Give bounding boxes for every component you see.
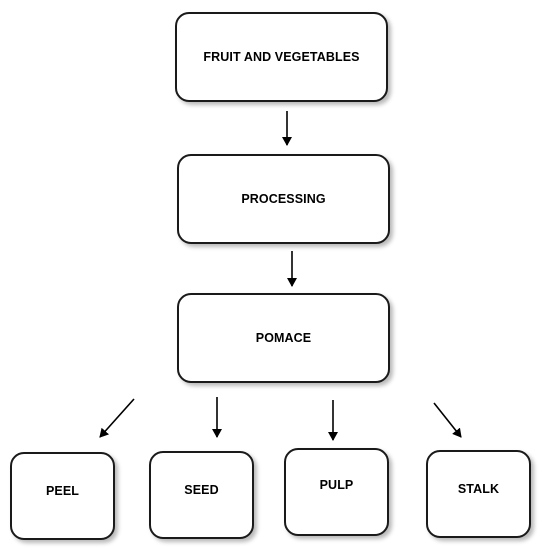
node-label-fruit-and-vegetables: FRUIT AND VEGETABLES bbox=[203, 50, 360, 64]
node-pulp: PULP bbox=[284, 448, 389, 536]
node-label-seed: SEED bbox=[184, 483, 219, 497]
arrow-pomace-to-stalk bbox=[433, 402, 462, 438]
node-fruit-and-vegetables: FRUIT AND VEGETABLES bbox=[175, 12, 388, 102]
node-stalk: STALK bbox=[426, 450, 531, 538]
node-peel: PEEL bbox=[10, 452, 115, 540]
node-processing: PROCESSING bbox=[177, 154, 390, 244]
node-seed: SEED bbox=[149, 451, 254, 539]
node-label-stalk: STALK bbox=[457, 482, 500, 496]
node-label-peel: PEEL bbox=[45, 484, 80, 498]
arrow-pomace-to-peel bbox=[99, 398, 135, 438]
node-label-pulp: PULP bbox=[319, 478, 354, 492]
node-pomace: POMACE bbox=[177, 293, 390, 383]
node-label-pomace: POMACE bbox=[255, 331, 312, 345]
node-label-processing: PROCESSING bbox=[241, 192, 326, 206]
